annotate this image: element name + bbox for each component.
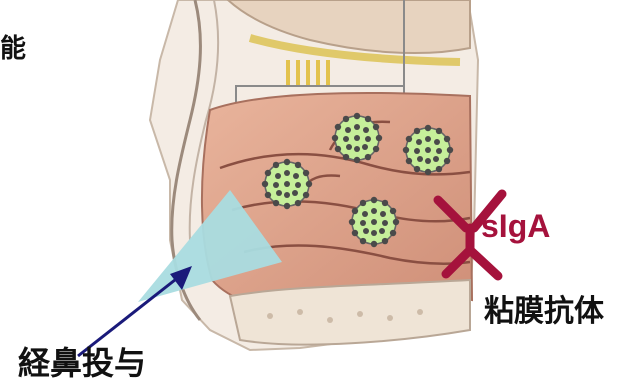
top-label-fragment: 能 bbox=[0, 28, 26, 65]
nasal-administration-label: 経鼻投与 bbox=[18, 338, 146, 384]
siga-label: sIgA bbox=[481, 208, 550, 245]
mucosal-antibody-label: 粘膜抗体 bbox=[484, 286, 604, 330]
